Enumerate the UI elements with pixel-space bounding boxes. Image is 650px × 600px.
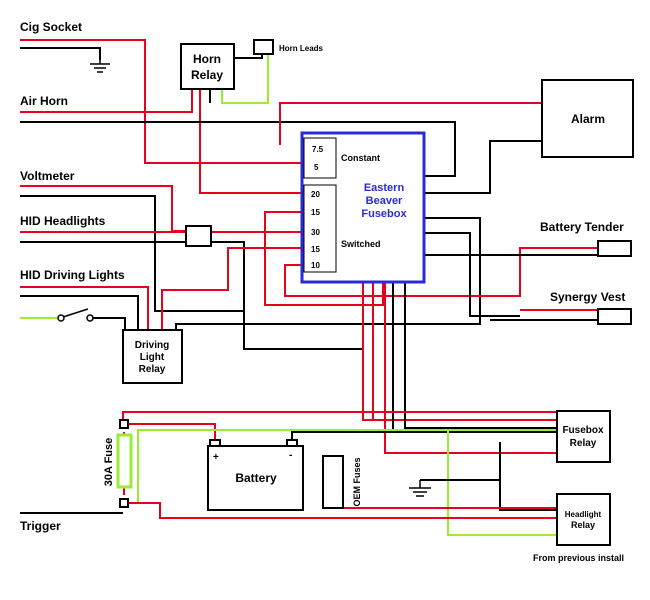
battery-label: Battery: [235, 471, 277, 485]
switch-icon: [57, 308, 94, 322]
horn-relay-red-wire: [199, 89, 302, 194]
cig-socket-label: Cig Socket: [20, 20, 82, 34]
air-horn-black-wire: [20, 121, 456, 177]
eastern-beaver-fusebox: 7.5 5 Constant 20 15 30 15 10 Switched E…: [300, 131, 426, 284]
switched-fuse-4: 15: [311, 245, 320, 254]
battery-negative-terminal: [286, 439, 298, 447]
switched-label: Switched: [341, 239, 381, 249]
ground-icon: [409, 480, 431, 497]
fuse-30a: 30A Fuse: [103, 419, 133, 508]
switched-red-loop-wire: [264, 211, 384, 306]
driving-relay-line1: Driving: [135, 340, 169, 351]
fuse-to-headlight-red-wire: [129, 502, 557, 519]
air-horn-label: Air Horn: [20, 94, 68, 108]
oem-fuses-label: OEM Fuses: [352, 457, 362, 506]
battery-tender-label: Battery Tender: [540, 220, 624, 234]
fusebox-title-line2: Beaver: [366, 195, 403, 207]
hid-driving-switch-black-wire: [93, 317, 126, 330]
battery-positive-red-wire: [122, 411, 557, 420]
fuse-30a-label: 30A Fuse: [103, 438, 115, 487]
battery-plus: +: [213, 452, 219, 463]
constant-fuse-2: 5: [314, 163, 319, 172]
trigger-label: Trigger: [20, 519, 61, 533]
switched-fuse-block: [303, 184, 337, 273]
fusebox-relay-black-wire-b: [404, 282, 557, 429]
horn-relay-line1: Horn: [193, 52, 221, 66]
cig-socket-black-wire: [20, 47, 101, 60]
fusebox-relay-line1: Fusebox: [562, 425, 604, 436]
battery-negative-black-wire: [291, 431, 557, 440]
battery-minus: -: [289, 450, 292, 461]
switched-fuse-2: 15: [311, 208, 320, 217]
trigger-green-wire-2: [447, 430, 557, 536]
wires: [20, 39, 598, 536]
oem-fuses: OEM Fuses: [322, 455, 362, 509]
battery-positive-terminal: [209, 439, 221, 447]
driving-light-relay: Driving Light Relay: [122, 329, 183, 384]
horn-leads-connector: [253, 39, 274, 55]
hid-headlights-label: HID Headlights: [20, 214, 106, 228]
voltmeter-black-wire: [20, 195, 244, 312]
cig-socket-red-wire: [20, 39, 302, 164]
synergy-vest-label: Synergy Vest: [550, 290, 625, 304]
driving-relay-line2: Light: [140, 352, 165, 363]
fusebox-relay-red-wire-a: [362, 282, 557, 421]
constant-fuse-block: [303, 137, 337, 179]
alarm-red-wire: [279, 102, 542, 145]
from-previous-install-label: From previous install: [533, 553, 624, 563]
constant-label: Constant: [341, 153, 380, 163]
voltmeter-label: Voltmeter: [20, 169, 75, 183]
headlight-relay: Headlight Relay: [556, 493, 611, 546]
trigger-green-wire: [137, 429, 557, 503]
horn-relay: Horn Relay: [180, 43, 235, 90]
switched-fuse-3: 30: [311, 228, 320, 237]
hid-driving-black-wire: [20, 295, 139, 330]
hid-driving-red-wire: [20, 286, 149, 330]
battery-tender-connector: [597, 240, 632, 257]
battery-positive-to-fuse-red: [124, 423, 216, 440]
ground-icon: [90, 60, 110, 73]
horn-lead-green-wire: [221, 55, 269, 104]
horn-lead-black-wire: [231, 54, 263, 69]
fusebox-title-line3: Fusebox: [361, 208, 407, 220]
switched-fuse-5: 10: [311, 261, 320, 270]
air-horn-red-wire: [20, 89, 193, 113]
switched-red-loop-2-wire: [284, 247, 598, 297]
alarm-black-wire: [424, 140, 542, 194]
battery: + - Battery: [207, 439, 304, 511]
headlight-relay-line1: Headlight: [565, 510, 602, 519]
hid-connector: [185, 225, 212, 247]
synergy-vest-connector: [597, 308, 632, 325]
hid-driving-lights-label: HID Driving Lights: [20, 268, 125, 282]
constant-fuse-1: 7.5: [312, 145, 324, 154]
fusebox-relay-line2: Relay: [570, 438, 597, 449]
alarm-label: Alarm: [571, 112, 605, 126]
fusebox-title-line1: Eastern: [364, 182, 405, 194]
headlight-relay-line2: Relay: [571, 520, 595, 530]
driving-relay-line3: Relay: [139, 364, 166, 375]
switched-black-return-wire: [424, 232, 520, 317]
fusebox-relay: Fusebox Relay: [556, 410, 611, 463]
headlight-relay-black-wire: [499, 470, 557, 511]
alarm-box: Alarm: [541, 79, 634, 158]
hid-headlights-out-black-wire: [211, 241, 363, 350]
horn-relay-line2: Relay: [191, 68, 223, 82]
horn-leads-label: Horn Leads: [279, 44, 324, 53]
driving-relay-red-wire: [161, 247, 302, 330]
driving-relay-black-wire: [175, 217, 481, 330]
switched-fuse-1: 20: [311, 190, 320, 199]
